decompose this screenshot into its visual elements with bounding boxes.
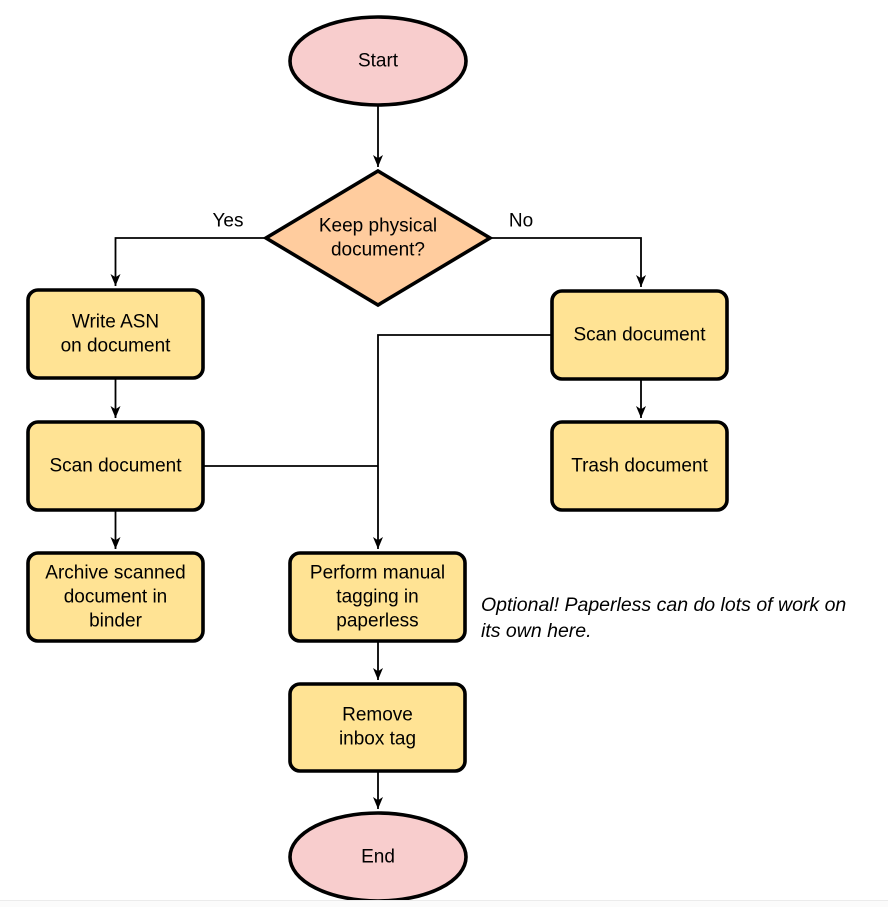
remove-inbox-tag-label-line-2: inbox tag <box>339 729 416 750</box>
start-node-label: Start <box>358 51 399 72</box>
write-asn-label-line-2: on document <box>61 336 172 357</box>
edge-decision-no-to-scan-right <box>489 237 646 287</box>
remove-inbox-tag-label-line-1: Remove <box>342 705 413 726</box>
archive-binder-node <box>26 551 205 643</box>
edge-label-yes: Yes <box>213 211 244 232</box>
write-asn-label-line-1: Write ASN <box>72 312 159 333</box>
write-asn-node <box>26 288 205 380</box>
edge-scan-right-to-tagging <box>373 334 551 549</box>
scan-document-right-label: Scan document <box>573 325 706 346</box>
remove-inbox-tag-node <box>288 682 467 773</box>
keep-physical-decision-label-line-1: Keep physical <box>319 216 437 237</box>
edge-label-no: No <box>509 211 533 232</box>
end-node-label: End <box>361 847 395 868</box>
archive-binder-label-line-2: document in <box>64 587 168 608</box>
archive-binder-label-line-1: Archive scanned <box>45 563 185 584</box>
archive-binder-label-line-3: binder <box>89 611 142 632</box>
manual-tagging-label-line-3: paperless <box>336 611 418 632</box>
edge-decision-yes-to-write-asn <box>110 237 267 286</box>
scan-document-left-node <box>26 420 205 512</box>
optional-annotation-line-2: its own here. <box>481 620 592 642</box>
page-bottom-divider <box>0 900 888 907</box>
manual-tagging-node <box>288 551 467 643</box>
manual-tagging-label-line-1: Perform manual <box>310 563 445 584</box>
trash-document-label: Trash document <box>571 456 708 477</box>
optional-annotation-line-1: Optional! Paperless can do lots of work … <box>481 594 846 616</box>
scan-document-left-label: Scan document <box>49 456 182 477</box>
keep-physical-decision-node <box>262 168 494 308</box>
keep-physical-decision-label-line-2: document? <box>331 240 425 261</box>
trash-document-node <box>550 420 729 512</box>
start-node <box>288 15 468 107</box>
manual-tagging-label-line-2: tagging in <box>336 587 418 608</box>
scan-document-right-node <box>550 289 729 381</box>
